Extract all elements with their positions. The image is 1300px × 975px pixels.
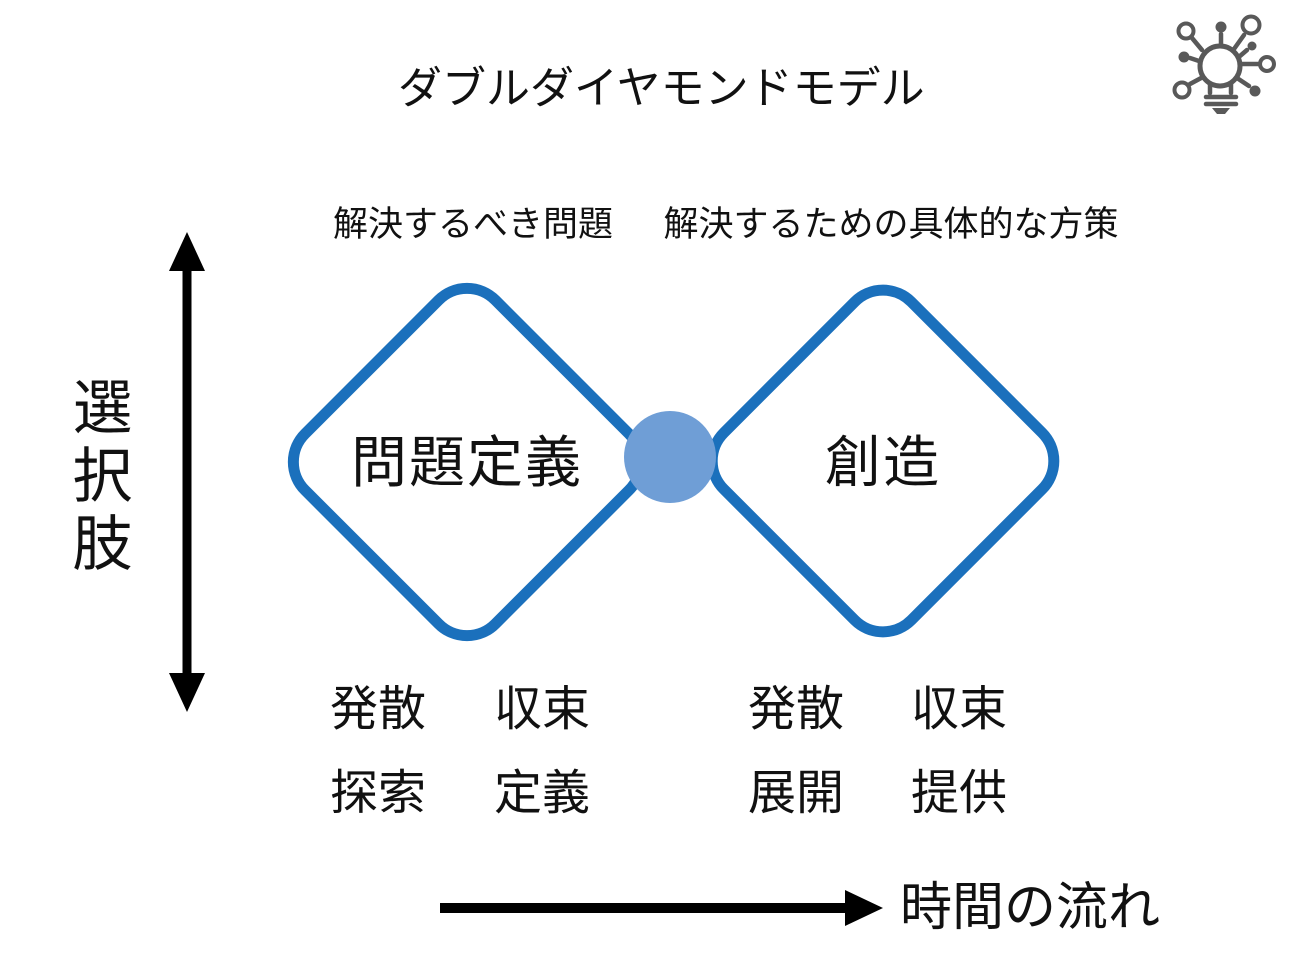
phase-right-deliver: 提供: [911, 767, 1008, 820]
phase-left-diverge: 発散: [330, 683, 427, 736]
phase-right-converge: 収束: [911, 683, 1008, 736]
right-diamond-caption: 解決するための具体的な方策: [663, 205, 1119, 244]
horizontal-time-arrow: [440, 890, 883, 926]
page-title: ダブルダイヤモンドモデル: [398, 64, 925, 113]
left-diamond-label: 問題定義: [351, 431, 583, 494]
left-diamond-shape: [287, 282, 647, 642]
junction-node: [624, 411, 716, 503]
idea-lightbulb-network-icon: [1172, 14, 1276, 114]
x-axis-label: 時間の流れ: [900, 879, 1161, 937]
phase-left-define: 定義: [494, 767, 591, 820]
phase-right-develop: 展開: [748, 767, 845, 820]
right-diamond-shape: [706, 284, 1060, 638]
phase-left-explore: 探索: [330, 767, 427, 820]
y-axis-label: 選択肢: [64, 376, 131, 580]
phase-left-converge: 収束: [494, 683, 591, 736]
right-diamond-label: 創造: [825, 431, 941, 494]
vertical-double-arrow: [169, 232, 205, 712]
left-diamond-caption: 解決するべき問題: [332, 205, 613, 244]
phase-right-diverge: 発散: [748, 683, 845, 736]
